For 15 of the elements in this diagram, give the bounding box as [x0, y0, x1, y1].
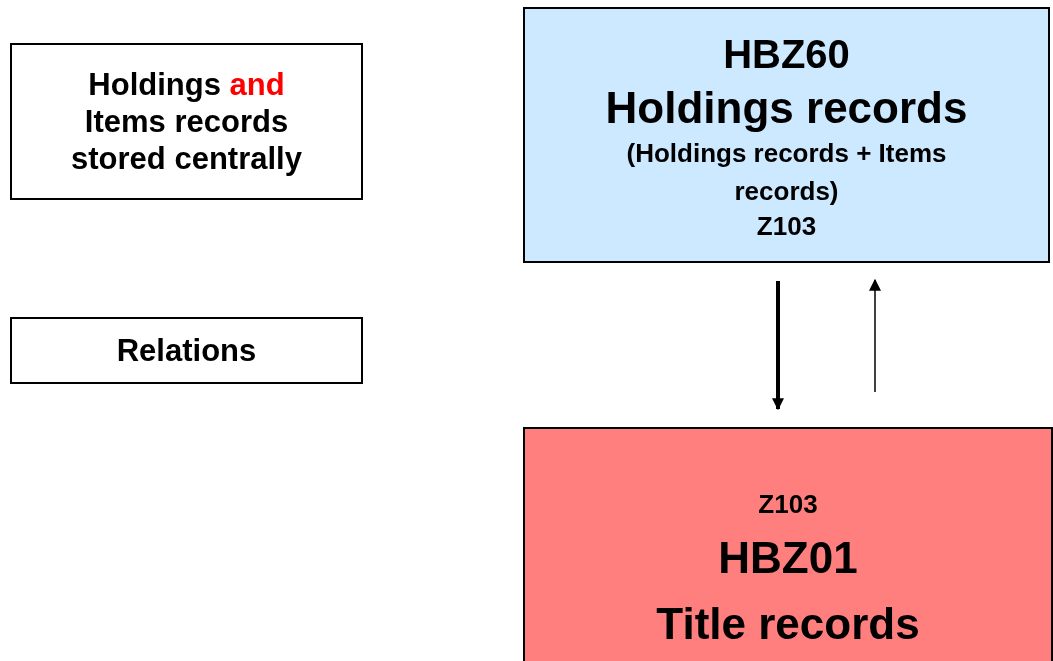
note-text: Holdings and Items records stored centrally — [70, 65, 303, 178]
arrow — [869, 278, 881, 393]
arrow — [772, 281, 784, 411]
text-box — [523, 7, 1050, 263]
text-box — [10, 43, 363, 200]
db-subtitle: (Holdings records + Items records) — [625, 137, 948, 208]
note-text: Relations — [116, 331, 257, 370]
db-name: HBZ60 — [723, 31, 850, 79]
text-box — [10, 317, 363, 384]
table-name: Z103 — [758, 488, 818, 521]
db-title: Title records — [656, 598, 920, 651]
db-title: Holdings records — [605, 82, 968, 135]
table-name: Z103 — [756, 210, 817, 242]
db-name: HBZ01 — [718, 532, 858, 584]
text-box — [523, 427, 1053, 661]
